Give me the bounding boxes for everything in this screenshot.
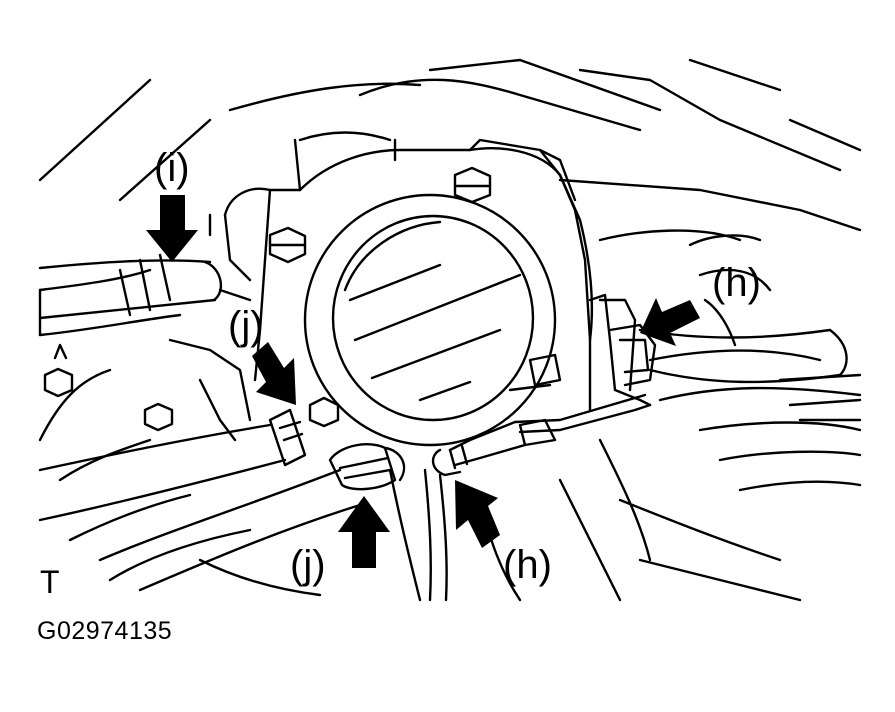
lower-left-hoses	[38, 408, 406, 592]
arrow-i	[146, 195, 198, 262]
arrow-j-upper	[252, 342, 296, 405]
callout-arrows	[146, 195, 700, 568]
view-direction-mark: T	[40, 564, 60, 600]
arrow-j-lower	[338, 496, 390, 568]
callout-label-i: (i)	[154, 146, 190, 190]
arrow-h-lower	[455, 480, 500, 548]
throttle-body	[43, 131, 594, 447]
callout-label-j-lower: (j)	[290, 543, 326, 587]
upper-left-hose	[38, 259, 223, 320]
callout-label-h-lower: (h)	[503, 543, 552, 587]
callout-label-j-upper: (j)	[228, 304, 264, 348]
right-hose	[638, 234, 848, 384]
callout-label-h-right: (h)	[712, 261, 761, 305]
figure-code: G02974135	[37, 617, 173, 645]
wire-harness-bracket	[423, 293, 657, 602]
arrow-h-right	[640, 298, 700, 346]
engine-background-lines	[38, 58, 862, 602]
